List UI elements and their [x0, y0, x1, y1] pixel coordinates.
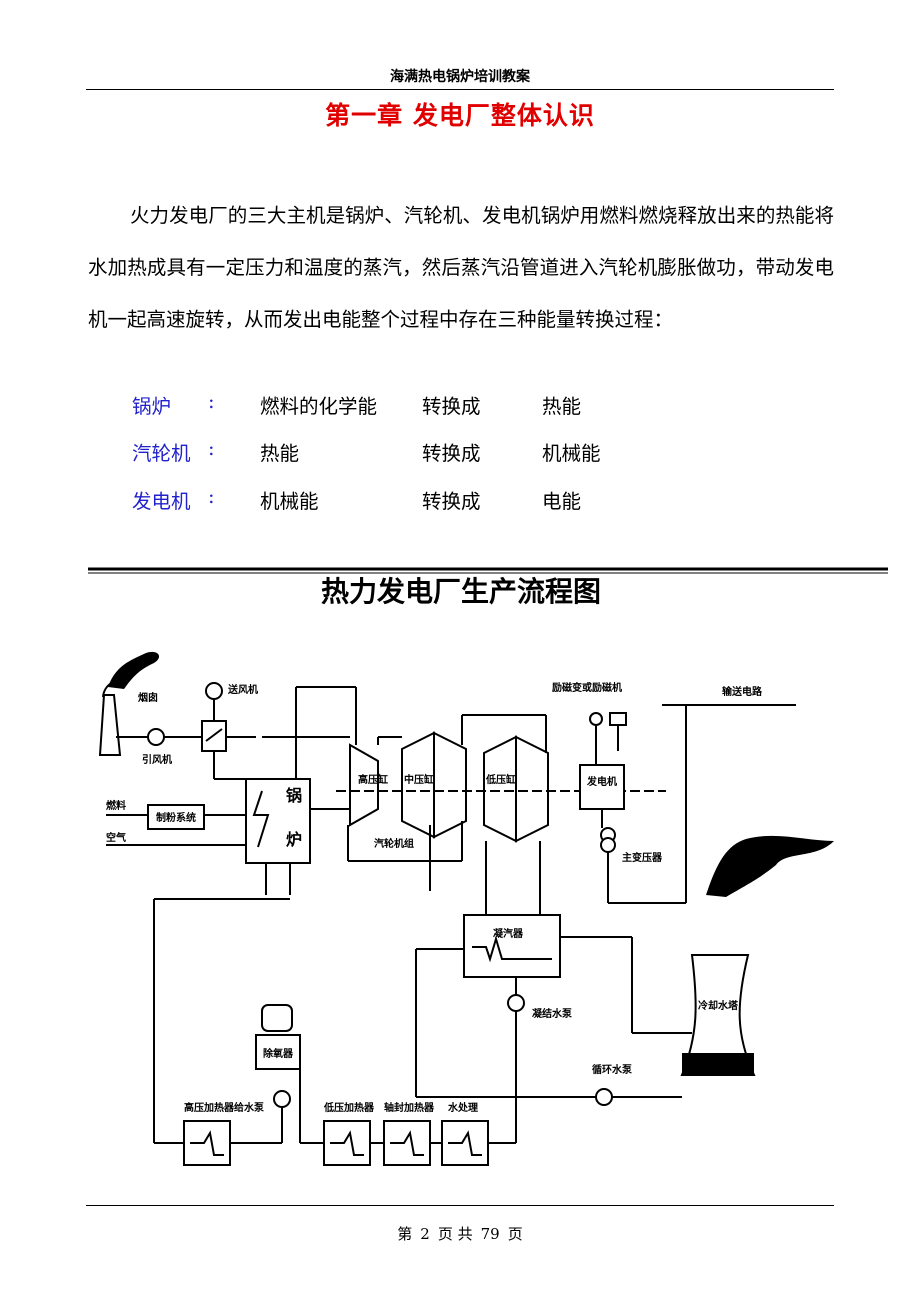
conversion-machine: 发电机 [132, 490, 191, 513]
intro-paragraph: 火力发电厂的三大主机是锅炉、汽轮机、发电机锅炉用燃料燃烧释放出来的热能将水加热成… [88, 204, 834, 331]
chimney-icon [98, 651, 160, 756]
feed-pump-icon [273, 1090, 291, 1108]
conversion-colon: : [208, 390, 215, 413]
footer-rule [86, 1205, 834, 1206]
chapter-title: 第一章 发电厂整体认识 [325, 101, 595, 130]
exciter-label: 励磁变或励磁机 [552, 681, 622, 694]
deaerator-label: 除氧器 [263, 1047, 294, 1060]
conversion-row-generator: 发电机 : 机械能 转换成 电能 [132, 485, 832, 515]
condenser-box [463, 914, 561, 978]
conversion-verb: 转换成 [422, 442, 481, 465]
footer-total-pages: 79 [480, 1225, 500, 1243]
generator-box [579, 764, 625, 810]
coal-label: 燃料 [106, 799, 126, 812]
lp-cylinder-a [483, 735, 517, 843]
conversion-from: 燃料的化学能 [260, 395, 378, 418]
air-label: 空气 [106, 831, 126, 844]
conversion-to: 电能 [542, 490, 582, 513]
piping [106, 686, 796, 1144]
boiler-label-b: 炉 [286, 830, 302, 849]
conversion-from: 热能 [260, 442, 300, 465]
hp-heater-label: 高压加热器 [184, 1101, 235, 1114]
water-treat-label: 水处理 [447, 1101, 478, 1114]
diagram-title: 热力发电厂生产流程图 [321, 575, 601, 608]
hp-cylinder [349, 743, 379, 827]
forced-fan-icon [205, 682, 223, 700]
transformer-label: 主变压器 [622, 851, 663, 864]
pulverizer-box [147, 804, 205, 830]
conversion-machine: 锅炉 [132, 395, 172, 418]
footer-mid: 页 共 [437, 1225, 473, 1243]
footer-page-number: 2 [420, 1225, 430, 1243]
deaerator-box [255, 1034, 301, 1070]
cooling-tower-label: 冷却水塔 [698, 999, 739, 1012]
footer-suffix: 页 [507, 1225, 523, 1243]
conversion-colon: : [208, 437, 215, 460]
power-plant-flow-diagram: 热力发电厂生产流程图 烟囱 引风机 送风机 燃料 空气 制粉系统 锅 炉 高压缸… [86, 565, 890, 1185]
generator-label: 发电机 [586, 775, 617, 788]
induced-fan-icon [147, 728, 165, 746]
circ-pump-icon [595, 1088, 613, 1106]
footer-prefix: 第 [397, 1225, 413, 1243]
induced-fan-label: 引风机 [142, 753, 172, 766]
conversion-row-boiler: 锅炉 : 燃料的化学能 转换成 热能 [132, 390, 832, 420]
hp-label: 高压缸 [358, 773, 388, 786]
forced-fan-label: 送风机 [227, 683, 258, 696]
lp-heater-box [323, 1120, 371, 1166]
conversion-row-turbine: 汽轮机 : 热能 转换成 机械能 [132, 437, 832, 467]
turbine-group-label: 汽轮机组 [374, 837, 414, 850]
boiler-label-a: 锅 [286, 786, 302, 805]
flow-diagram-svg: 热力发电厂生产流程图 烟囱 引风机 送风机 燃料 空气 制粉系统 锅 炉 高压缸… [88, 567, 888, 1166]
conversion-to: 机械能 [542, 442, 601, 465]
header-rule [86, 89, 834, 90]
conversion-colon: : [208, 485, 215, 508]
conversion-verb: 转换成 [422, 395, 481, 418]
conversion-verb: 转换成 [422, 490, 481, 513]
cooling-tower-icon [680, 835, 834, 1076]
exciter-icon [589, 712, 603, 726]
transmission-label: 输送电路 [722, 685, 763, 698]
circ-pump-label: 循环水泵 [592, 1063, 633, 1076]
gland-heater-label: 轴封加热器 [384, 1101, 435, 1114]
lp-label: 低压缸 [485, 773, 516, 786]
conversion-from: 机械能 [260, 490, 319, 513]
feed-pump-label: 给水泵 [234, 1101, 265, 1114]
deaerator-tank [261, 1004, 293, 1032]
chimney-label: 烟囱 [138, 691, 158, 704]
pulverizer-label: 制粉系统 [156, 811, 196, 824]
ip-cylinder-b [433, 731, 467, 839]
conversion-to: 热能 [542, 395, 582, 418]
page-header: 海满热电锅炉培训教案 [390, 69, 530, 85]
ip-label: 中压缸 [404, 773, 434, 786]
lp-heater-label: 低压加热器 [323, 1101, 375, 1114]
condensate-pump-icon [507, 994, 525, 1012]
condenser-label: 凝汽器 [493, 927, 524, 940]
boiler-box [245, 778, 311, 864]
lp-cylinder-b [515, 735, 549, 843]
condensate-pump-label: 凝结水泵 [532, 1007, 573, 1020]
conversion-machine: 汽轮机 [132, 442, 191, 465]
